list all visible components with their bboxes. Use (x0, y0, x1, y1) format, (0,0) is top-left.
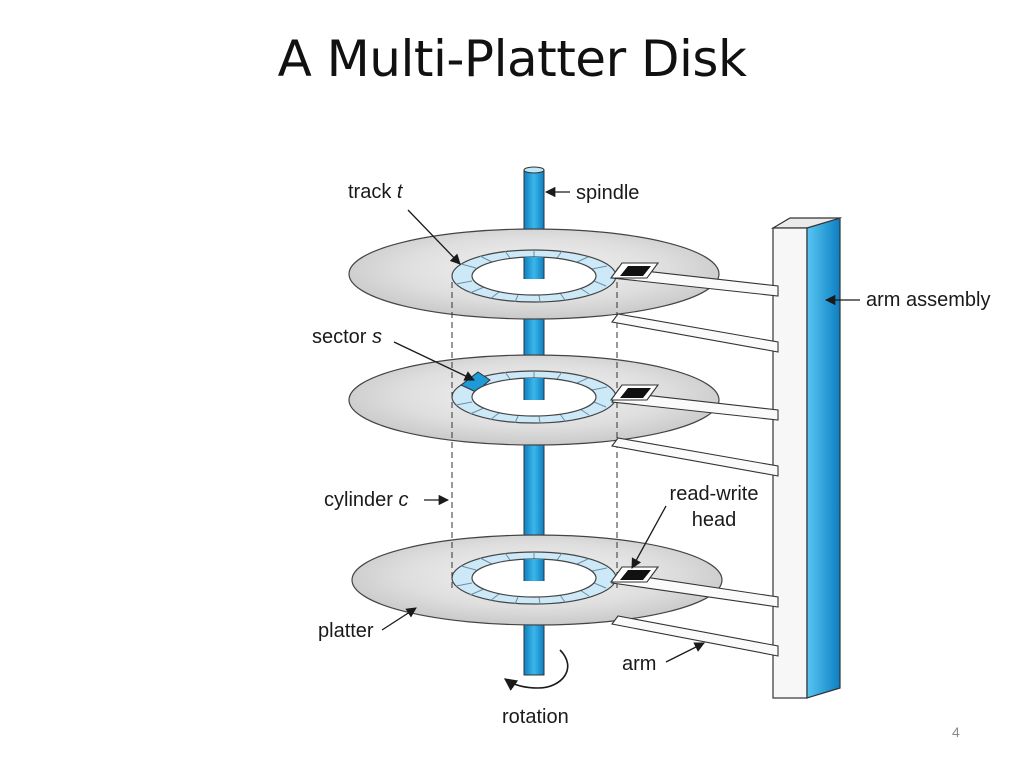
track-label: track t (348, 181, 404, 203)
arm-assembly-label: arm assembly (866, 289, 990, 311)
cylinder-label: cylinder c (324, 489, 408, 511)
spindle-label: spindle (576, 182, 639, 204)
platter-label: platter (318, 620, 374, 642)
track-arrow (407, 209, 461, 265)
read-write-head-label: head (692, 509, 737, 531)
platter-arrow (381, 607, 417, 631)
arm-assembly-column (770, 217, 843, 699)
cylinder-guides (451, 282, 618, 588)
leader-arrows (381, 186, 860, 663)
arm-label: arm (622, 653, 656, 675)
read-write-head-arrow (631, 505, 667, 569)
arm-arrow (665, 642, 705, 663)
read-write-heads (609, 262, 660, 583)
slide-title: A Multi-Platter Disk (277, 30, 747, 88)
sector-label: sector s (312, 326, 382, 348)
page-number: 4 (952, 724, 960, 740)
sector-arrow (393, 341, 475, 381)
rotation-arrow (503, 649, 569, 691)
rotation-label: rotation (502, 706, 569, 728)
read-write-label: read-write (670, 483, 759, 505)
platter-bottom (351, 534, 723, 626)
platter-middle (348, 354, 720, 446)
platter-top (348, 228, 720, 320)
